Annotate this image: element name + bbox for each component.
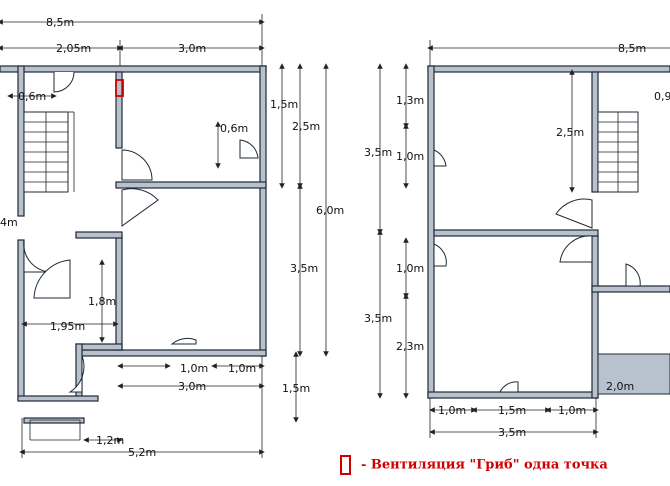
left-interior-wall-4 [75,231,123,239]
dim-label-hall-height: 1,8m [88,295,116,308]
dim-label-r-left-lower: 3,5m [364,312,392,325]
left-floor-plan: 8,5m 2,05m 3,0m 0,6m 1,5m 2,5m 6,0m 3,5m… [0,14,344,459]
dim-label-r-bottom-mid: 1,5m [498,404,526,417]
dim-label-r-top-total: 8,5m [618,42,646,55]
legend: - Вентиляция "Гриб" одна точка [340,455,608,477]
door-arc-r4 [559,235,593,263]
dim-label-right-total: 6,0m [316,204,344,217]
vent-marker-icon [340,455,351,475]
door-arc-room [121,188,159,227]
right-interior-wall-lower [591,235,599,399]
dim-label-porch-step: 1,2m [96,434,124,447]
dim-label-r-bottom-left: 1,0m [438,404,466,417]
left-interior-wall-3 [115,235,123,351]
dim-label-r-top-small: 0,9 [654,90,670,103]
left-inner-wall-left [17,65,25,217]
door-arc-r3 [555,198,593,229]
right-outer-wall-bottom [427,391,599,399]
dim-label-door-gap-right: 0,6m [220,122,248,135]
left-interior-wall-5 [75,343,123,351]
dim-label-door-offset: 0,6m [18,90,46,103]
door-arc-lower [33,259,71,299]
left-outer-wall-right [259,65,267,357]
right-interior-wall-upper [591,71,599,193]
left-inner-wall-left-lower [17,239,25,401]
porch-outline-top [17,395,99,402]
dim-label-top-left: 2,05m [56,42,91,55]
left-interior-wall-1 [115,71,123,149]
dim-label-r-inner-stair: 2,5m [556,126,584,139]
door-arc-top [53,71,75,93]
dim-label-right-lower: 3,5m [290,262,318,275]
door-arc-left [23,239,53,273]
dim-label-hall-width: 1,95m [50,320,85,333]
dim-label-bottom-door-left: 1,0m [180,362,208,375]
dim-label-right-mid: 2,5m [292,120,320,133]
dim-label-r-left-upper: 3,5m [364,146,392,159]
dim-label-bottom-door-right: 1,0m [228,362,256,375]
door-arc-r5 [625,263,641,287]
door-arc-r6 [499,381,519,393]
dim-label-r-terrace: 2,0m [606,380,634,393]
left-outer-wall-top [0,65,267,73]
dim-label-top-total: 8,5m [46,16,74,29]
dim-label-top-right: 3,0m [178,42,206,55]
dim-label-r-seg4: 2,3m [396,340,424,353]
dim-label-r-seg3: 1,0m [396,262,424,275]
right-interior-wall-mid [433,229,599,237]
right-floor-plan: 8,5m 0,9 3,5m 3,5m 1,3m 1,0m 1,0m 2,3m 2… [364,40,670,439]
right-staircase [597,111,639,193]
left-staircase [23,111,75,193]
left-outer-wall-bottom [79,349,267,357]
dim-label-r-bottom-right: 1,0m [558,404,586,417]
door-arc-hall [121,149,153,181]
dim-label-right-porch: 1,5m [282,382,310,395]
dim-label-bottom-room: 3,0m [178,380,206,393]
porch-step [23,417,85,424]
door-arc-bottom [170,337,197,345]
dim-label-right-top: 1,5m [270,98,298,111]
door-arc-right [239,139,259,159]
left-interior-wall-2 [115,181,267,189]
door-arc-r2 [433,243,447,267]
right-outer-wall-top [427,65,670,73]
right-interior-wall-short [591,285,670,293]
dim-label-inner-left: 4m [0,216,18,229]
terrace-area [597,353,670,395]
right-outer-wall-left [427,65,435,399]
dim-label-r-seg2: 1,0m [396,150,424,163]
dim-label-r-seg1: 1,3m [396,94,424,107]
door-arc-porch [68,355,85,393]
dim-label-r-bottom-total: 3,5m [498,426,526,439]
legend-label: - Вентиляция "Гриб" одна точка [361,457,608,473]
dim-label-bottom-total: 5,2m [128,446,156,459]
ventilation-marker [115,79,124,97]
door-arc-r1 [433,149,447,167]
